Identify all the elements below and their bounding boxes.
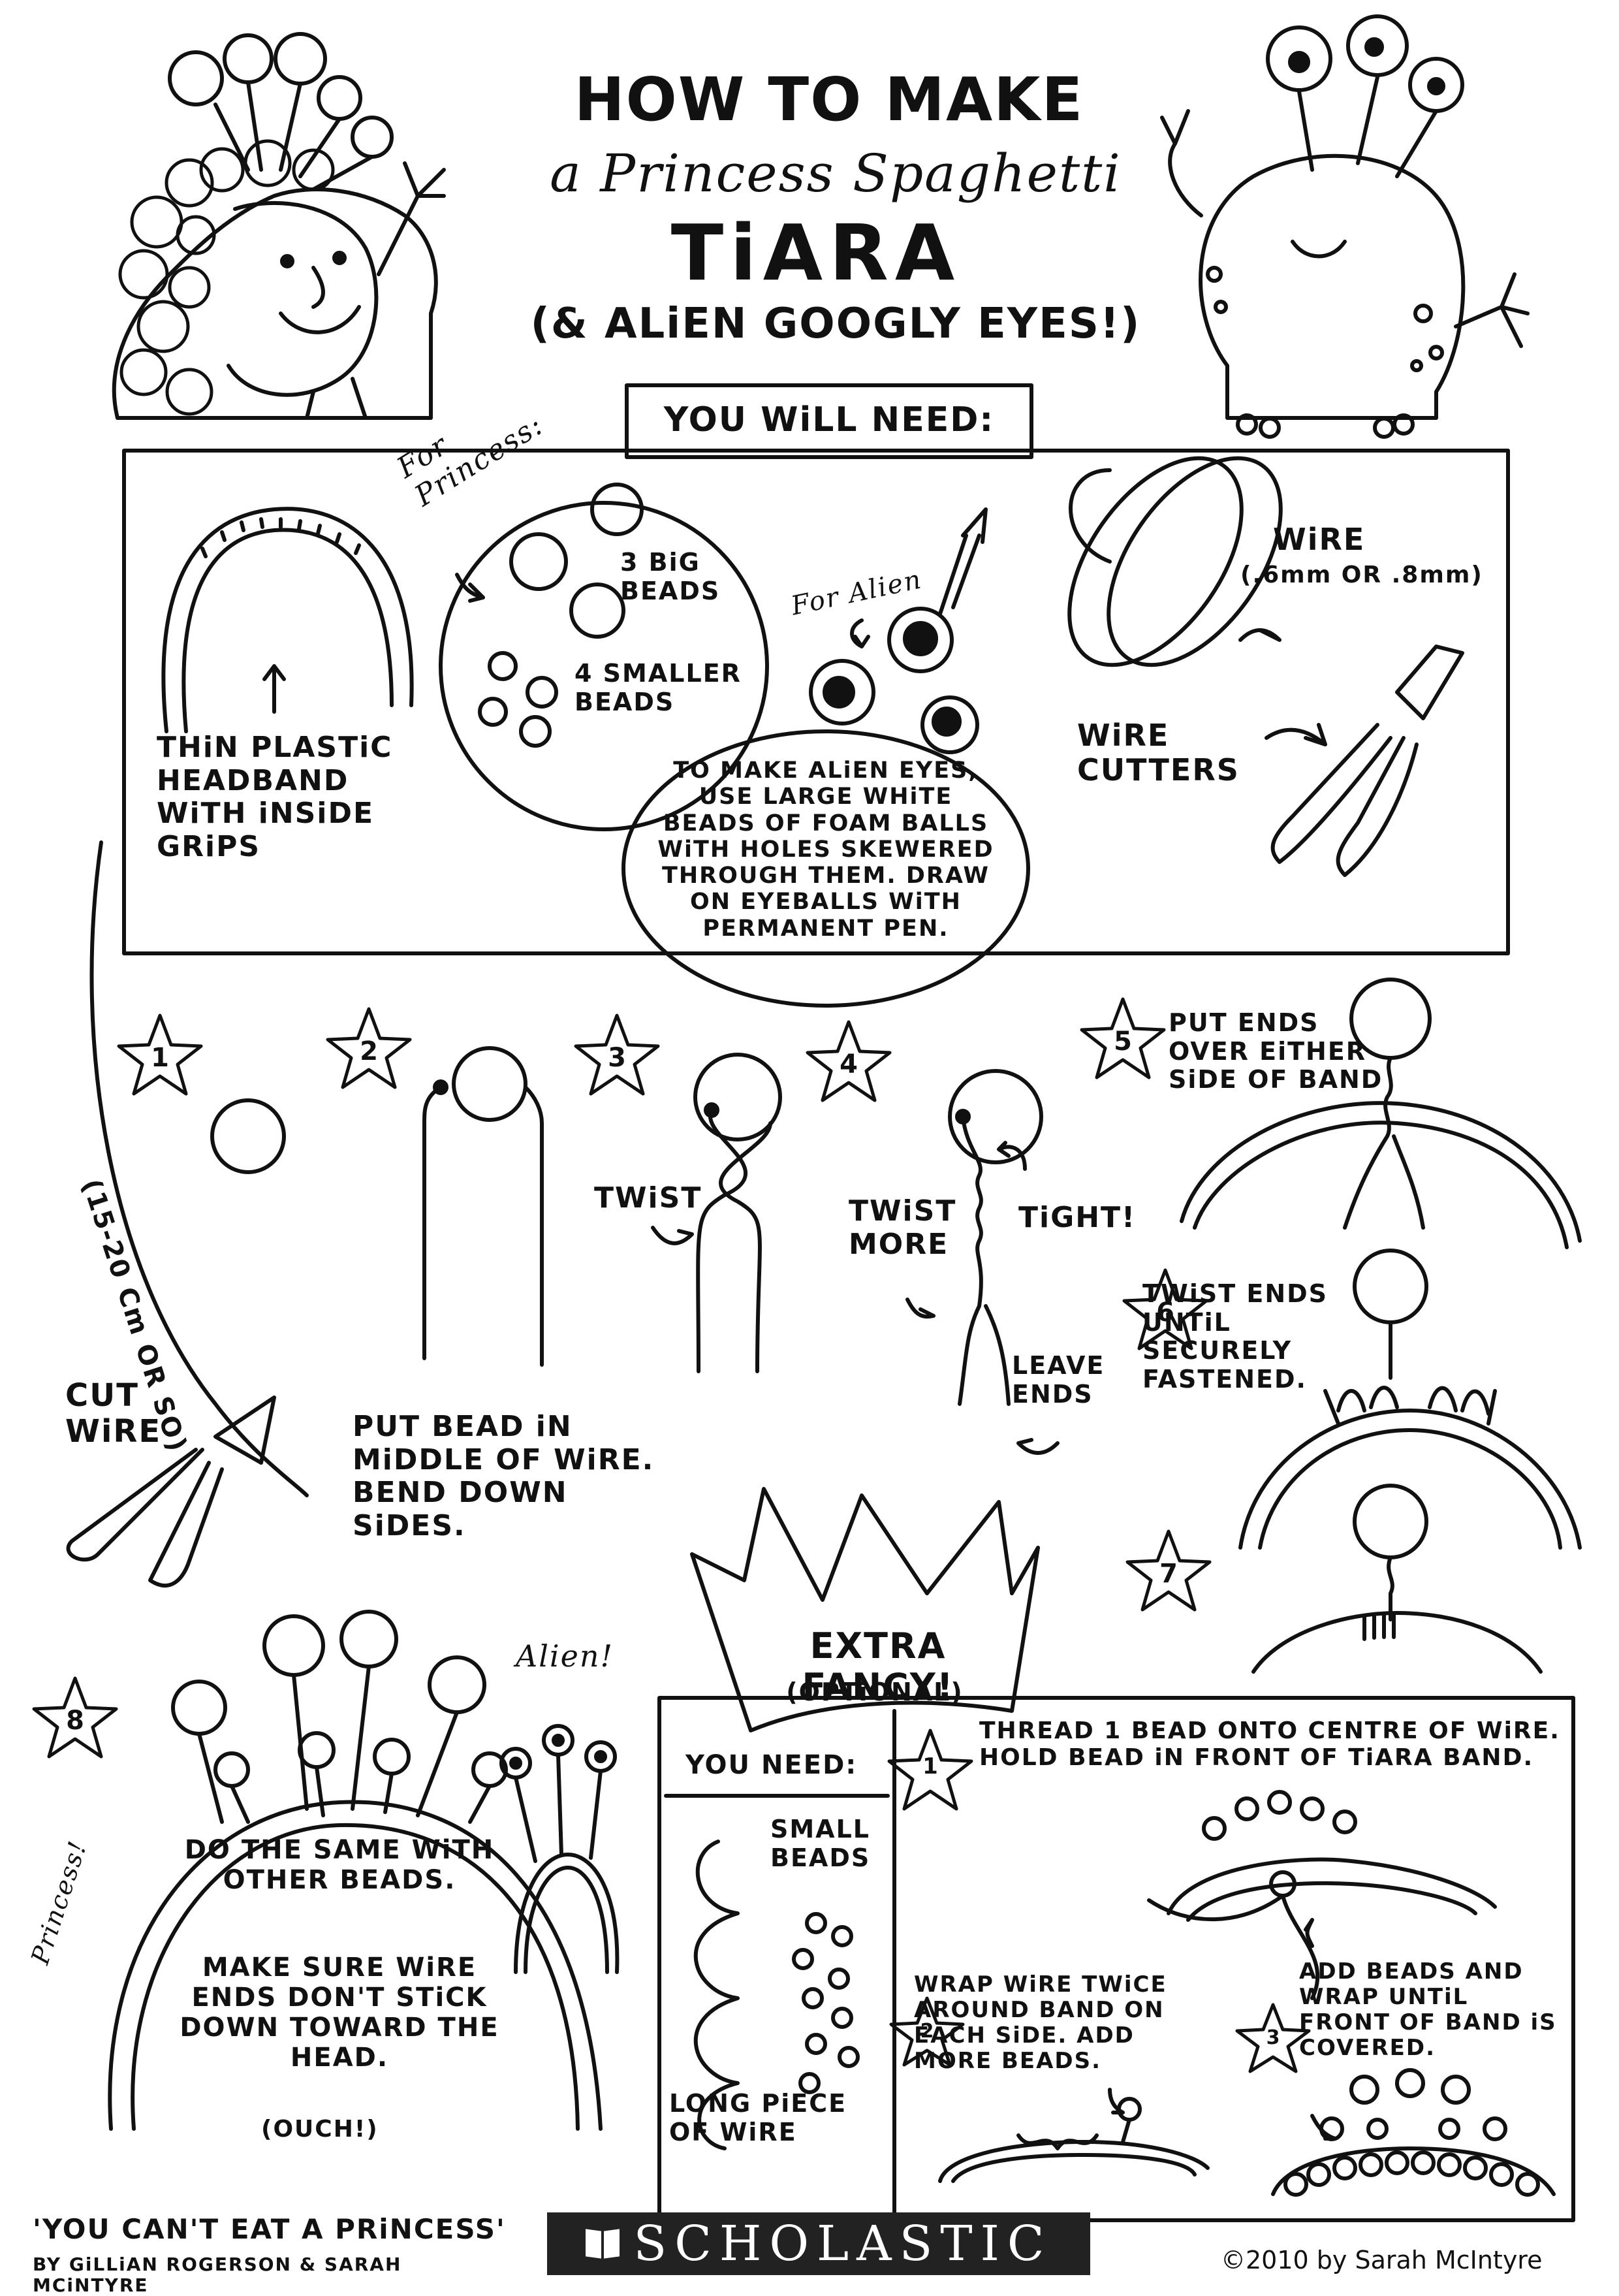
book-title: 'YOU CAN'T EAT A PRiNCESS' xyxy=(33,2213,506,2245)
step6-drawing xyxy=(1238,1249,1582,1550)
alien-character xyxy=(1160,14,1530,439)
step-7-number: 7 xyxy=(1159,1559,1178,1589)
step-4-number: 4 xyxy=(840,1049,858,1079)
extra-fancy-optional: (OPTiONAL) xyxy=(786,1678,964,1706)
extra-step-2-text: WRAP WiRE TWiCE AROUND BAND ON EACH SiDE… xyxy=(914,1971,1167,2075)
small-beads-label: SMALL BEADS xyxy=(770,1815,871,1872)
alien-label: Alien! xyxy=(516,1638,614,1674)
headband-drawing xyxy=(161,507,414,733)
cut-wire-label: CUT WiRE xyxy=(65,1377,162,1450)
step-stars xyxy=(32,997,1311,2073)
make-sure-label: MAKE SURE WiRE ENDS DON'T STiCK DOWN TOW… xyxy=(180,1953,499,2073)
ouch-label: (OUCH!) xyxy=(261,2116,379,2143)
supplies-box xyxy=(122,449,1510,955)
step3-drawing xyxy=(651,1053,782,1373)
step-8-number: 8 xyxy=(66,1706,84,1736)
step8-alien-headband xyxy=(499,1724,620,1974)
publisher-logo: SCHOLASTIC xyxy=(547,2212,1090,2275)
wire-label: WiRE xyxy=(1273,522,1366,557)
title-line-1: HOW TO MAKE xyxy=(574,65,1084,135)
title-line-3: TiARA xyxy=(670,208,962,298)
copyright: ©2010 by Sarah McIntyre xyxy=(1221,2246,1543,2274)
step7-drawing xyxy=(1251,1484,1543,1674)
extra-you-need: YOU NEED: xyxy=(685,1750,858,1780)
title-line-2: a Princess Spaghetti xyxy=(550,143,1122,204)
put-bead-label: PUT BEAD iN MiDDLE OF WiRE. BEND DOWN Si… xyxy=(353,1410,655,1542)
wire-cutters-label: WiRE CUTTERS xyxy=(1077,718,1240,788)
extra-step-2-number: 2 xyxy=(920,2019,934,2043)
step-6-number: 6 xyxy=(1156,1298,1174,1328)
book-authors: BY GiLLiAN ROGERSON & SARAH MCiNTYRE xyxy=(33,2254,402,2296)
book-icon xyxy=(586,2230,620,2257)
alien-eyes-drawing xyxy=(621,507,1030,1008)
crown-drawing xyxy=(690,1487,1040,1732)
wire-size-label: (.6mm OR .8mm) xyxy=(1240,562,1483,588)
beads-drawing xyxy=(439,483,769,831)
extra-step-1-number: 1 xyxy=(922,1753,938,1779)
put-ends-label: PUT ENDS OVER EiTHER SiDE OF BAND xyxy=(1169,1008,1383,1094)
extra-fancy-title: EXTRA FANCY! xyxy=(802,1625,954,1708)
step-5-number: 5 xyxy=(1114,1027,1132,1057)
leave-ends-label: LEAVE ENDS xyxy=(1012,1351,1105,1409)
step-3-number: 3 xyxy=(608,1043,626,1073)
alien-eyes-bubble xyxy=(621,729,1030,1008)
extra-step-1-text: THREAD 1 BEAD ONTO CENTRE OF WiRE. HOLD … xyxy=(979,1717,1560,1772)
wire-spool-drawing xyxy=(1067,456,1283,667)
publisher-name: SCHOLASTIC xyxy=(633,2216,1052,2272)
step-1-number: 1 xyxy=(151,1043,169,1073)
wire-length-guide xyxy=(89,840,309,1497)
you-will-need-label-box xyxy=(625,383,1033,459)
you-will-need-heading: YOU WiLL NEED: xyxy=(663,400,995,439)
step1-bead xyxy=(210,1098,286,1174)
extra-step-3-number: 3 xyxy=(1266,2026,1280,2049)
wire-cutters-drawing xyxy=(1265,645,1464,877)
alien-eyes-note: TO MAKE ALiEN EYES, USE LARGE WHiTE BEAD… xyxy=(657,757,994,942)
step5-drawing xyxy=(1180,978,1582,1249)
twist-ends-label: TWiST ENDS UNTiL SECURELY FASTENED. xyxy=(1142,1279,1328,1394)
tight-label: TiGHT! xyxy=(1018,1201,1137,1234)
do-same-label: DO THE SAME WiTH OTHER BEADS. xyxy=(184,1835,495,1895)
big-beads-label: 3 BiG BEADS xyxy=(620,548,721,605)
step1-cutters-drawing xyxy=(66,1395,276,1588)
step2-drawing xyxy=(422,1046,544,1367)
title-line-4: (& ALiEN GOOGLY EYES!) xyxy=(530,300,1141,348)
step-2-number: 2 xyxy=(360,1036,378,1066)
twist-more-label: TWiST MORE xyxy=(849,1194,957,1261)
extra-step-3-text: ADD BEADS AND WRAP UNTiL FRONT OF BAND i… xyxy=(1299,1958,1557,2062)
long-wire-label: LONG PiECE OF WiRE xyxy=(669,2089,847,2146)
smaller-beads-label: 4 SMALLER BEADS xyxy=(574,659,742,716)
step8-princess-tiara xyxy=(108,1610,603,2131)
step4-drawing xyxy=(905,1069,1060,1455)
princess-character xyxy=(112,32,446,420)
extra-fancy-box xyxy=(657,1696,1575,2222)
twist-label: TWiST xyxy=(594,1181,702,1215)
headband-label: THiN PLASTiC HEADBAND WiTH iNSiDE GRiPS xyxy=(157,731,393,863)
